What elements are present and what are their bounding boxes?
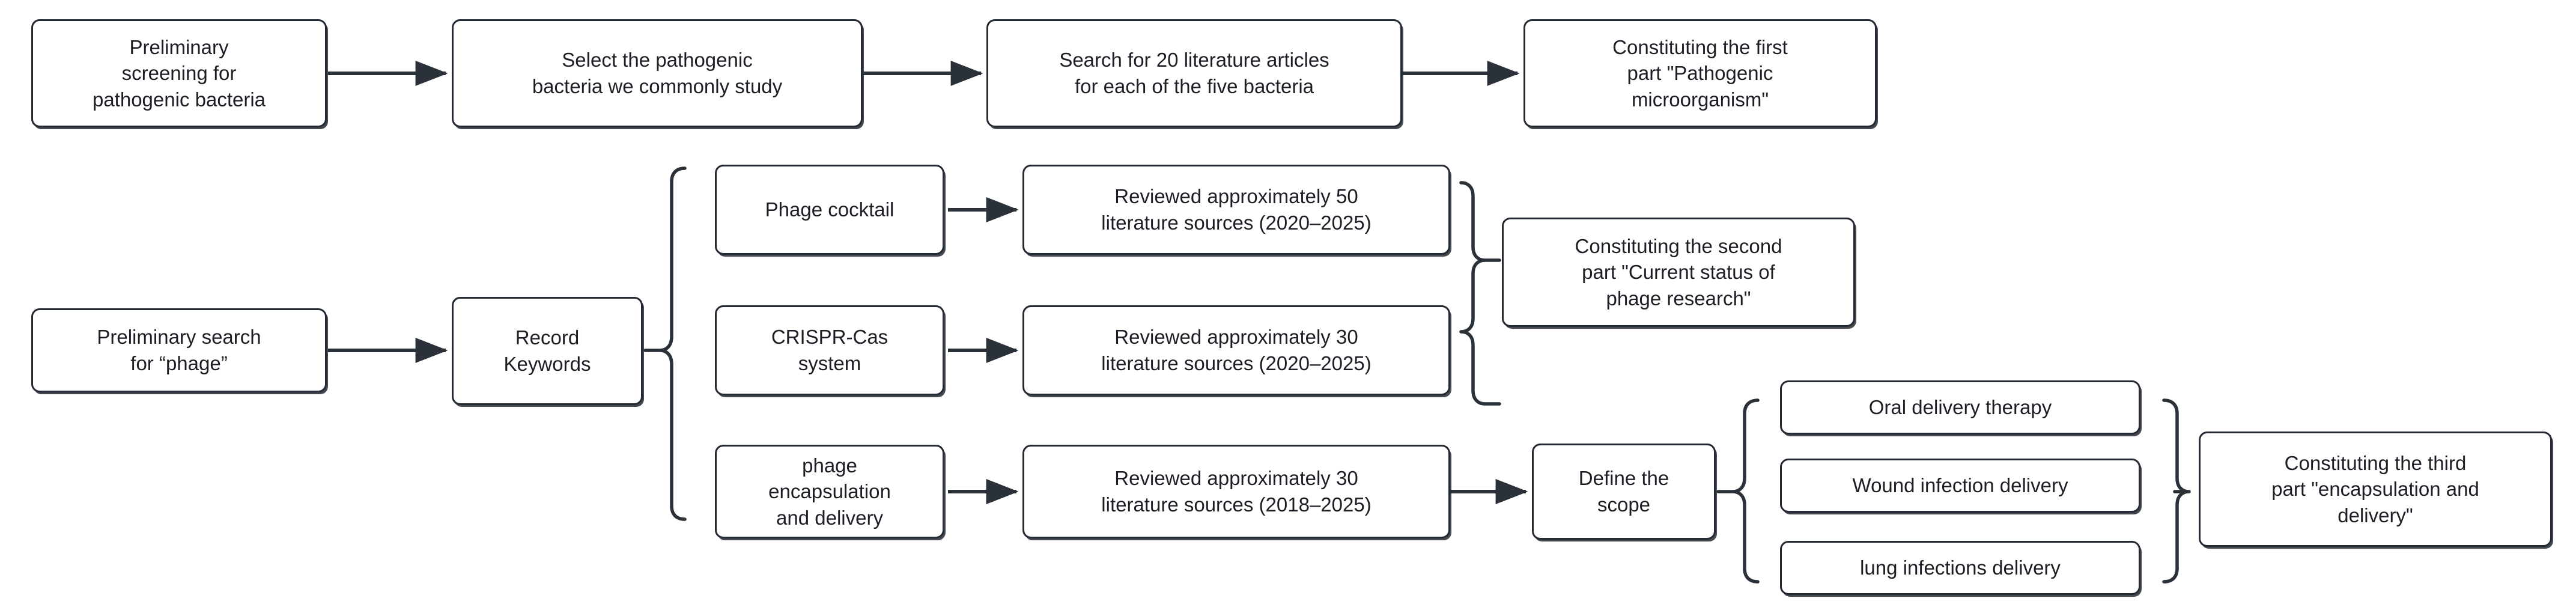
node-select-bacteria[interactable]: Select the pathogenic bacteria we common… — [452, 19, 863, 127]
node-phage-encapsulation[interactable]: phage encapsulation and delivery — [715, 445, 944, 538]
node-wound-delivery[interactable]: Wound infection delivery — [1780, 459, 2140, 513]
brace-define-scope — [1716, 398, 1760, 584]
node-search-articles[interactable]: Search for 20 literature articles for ea… — [986, 19, 1402, 127]
node-preliminary-search[interactable]: Preliminary search for “phage” — [31, 308, 327, 392]
node-define-scope[interactable]: Define the scope — [1532, 444, 1716, 540]
node-crispr-cas[interactable]: CRISPR-Cas system — [715, 305, 944, 395]
brace-to-third-part — [2162, 398, 2191, 584]
brace-to-second-part — [1459, 181, 1501, 406]
node-reviewed-30-b[interactable]: Reviewed approximately 30 literature sou… — [1022, 445, 1450, 538]
node-record-keywords[interactable]: Record Keywords — [452, 297, 643, 405]
node-phage-cocktail[interactable]: Phage cocktail — [715, 165, 944, 255]
node-third-part[interactable]: Constituting the third part "encapsulati… — [2199, 432, 2552, 547]
node-second-part[interactable]: Constituting the second part "Current st… — [1502, 218, 1855, 327]
node-first-part[interactable]: Constituting the first part "Pathogenic … — [1523, 19, 1877, 127]
node-reviewed-50[interactable]: Reviewed approximately 50 literature sou… — [1022, 165, 1450, 255]
node-reviewed-30-a[interactable]: Reviewed approximately 30 literature sou… — [1022, 305, 1450, 395]
node-lung-delivery[interactable]: lung infections delivery — [1780, 541, 2140, 595]
node-preliminary-screening[interactable]: Preliminary screening for pathogenic bac… — [31, 19, 327, 127]
brace-record-keywords — [643, 166, 687, 521]
node-oral-delivery[interactable]: Oral delivery therapy — [1780, 380, 2140, 435]
